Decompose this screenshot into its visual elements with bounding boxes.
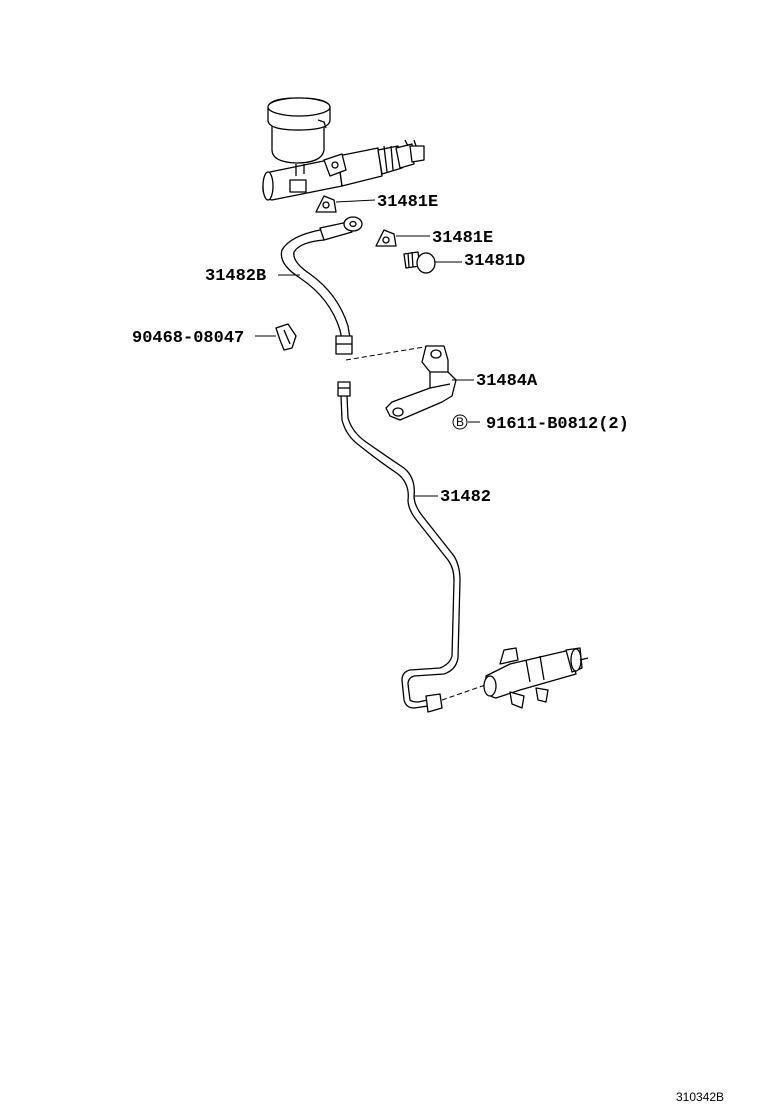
clutch-master-cylinder[interactable] (262, 97, 425, 201)
union-bolt-gasket[interactable] (375, 229, 397, 247)
leader-gasket-upper (335, 199, 376, 203)
flexible-hose[interactable] (280, 216, 363, 355)
label-flexible-hose[interactable]: 31482B (205, 267, 266, 286)
master-cylinder-gasket-upper[interactable] (315, 195, 337, 213)
label-bolt[interactable]: 91611-B0812(2) (486, 415, 629, 434)
label-bracket[interactable]: 31484A (476, 372, 538, 391)
label-union-bolt[interactable]: 31481D (464, 252, 525, 271)
label-gasket-upper[interactable]: 31481E (377, 193, 438, 212)
hose-bracket[interactable] (385, 345, 457, 421)
assembly-guide-line-release (441, 683, 489, 701)
clutch-tube[interactable] (337, 381, 461, 713)
figure-number: 310342B (676, 1090, 724, 1104)
hose-clip[interactable] (275, 323, 297, 351)
label-gasket-lower[interactable]: 31481E (432, 229, 493, 248)
assembly-guide-line-bracket (345, 345, 431, 361)
bolt-marker: B (456, 415, 464, 429)
label-clip[interactable]: 90468-08047 (132, 329, 244, 348)
union-bolt[interactable] (403, 251, 436, 274)
bolt-callout[interactable]: B (452, 414, 468, 430)
clutch-release-cylinder[interactable] (483, 647, 589, 709)
label-tube[interactable]: 31482 (440, 488, 491, 507)
